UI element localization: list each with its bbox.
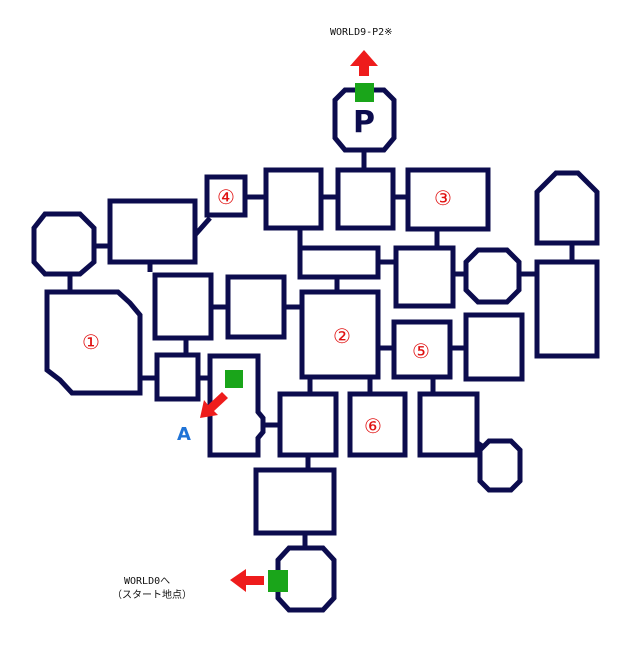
room-mid-left-2[interactable] (225, 274, 287, 340)
room-far-right-top[interactable] (534, 170, 600, 246)
up-arrow-icon (350, 50, 378, 76)
warp-marker-a[interactable] (225, 370, 243, 388)
room-top-3[interactable] (335, 167, 396, 231)
room-mid-right[interactable] (393, 245, 456, 309)
warp-marker-top[interactable] (355, 83, 374, 102)
room-small[interactable] (154, 352, 201, 402)
room-number-5: ⑤ (412, 339, 430, 363)
room-mid-octagon[interactable] (463, 247, 522, 305)
room-4[interactable] (204, 174, 248, 218)
room-number-2: ② (333, 324, 351, 348)
warp-a-label: A (177, 424, 191, 445)
room-top-2[interactable] (263, 167, 324, 231)
room-number-1: ① (82, 330, 100, 354)
room-p[interactable] (332, 87, 397, 153)
room-lower-right[interactable] (417, 391, 480, 458)
room-lower-center[interactable] (277, 391, 339, 458)
warp-marker-start[interactable] (268, 570, 288, 592)
room-right-mid[interactable] (463, 312, 525, 382)
room-mid-left-1[interactable] (152, 272, 214, 341)
room-a[interactable] (207, 353, 266, 458)
p-room-label: P (353, 105, 375, 140)
room-number-4: ④ (217, 185, 235, 209)
top-exit-label: WORLD9-P2※ (330, 27, 393, 38)
bottom-exit-label-2: （スタート地点） (112, 588, 192, 601)
left-arrow-icon (230, 569, 264, 592)
room-number-3: ③ (434, 186, 452, 210)
room-5[interactable] (391, 319, 453, 380)
room-6[interactable] (347, 391, 408, 458)
room-1[interactable] (44, 289, 143, 396)
room-bottom[interactable] (253, 467, 337, 536)
room-small-octagon[interactable] (477, 438, 523, 493)
room-2[interactable] (299, 289, 381, 380)
down-left-arrow-icon (200, 392, 228, 418)
room-far-right[interactable] (534, 259, 600, 359)
bottom-exit-label-1: WORLD0へ (124, 576, 170, 587)
room-left-octagon[interactable] (31, 211, 97, 277)
room-number-6: ⑥ (364, 414, 382, 438)
rooms (31, 87, 600, 613)
room-upper-left[interactable] (107, 198, 198, 265)
room-3[interactable] (405, 167, 491, 232)
room-thin[interactable] (297, 245, 381, 280)
